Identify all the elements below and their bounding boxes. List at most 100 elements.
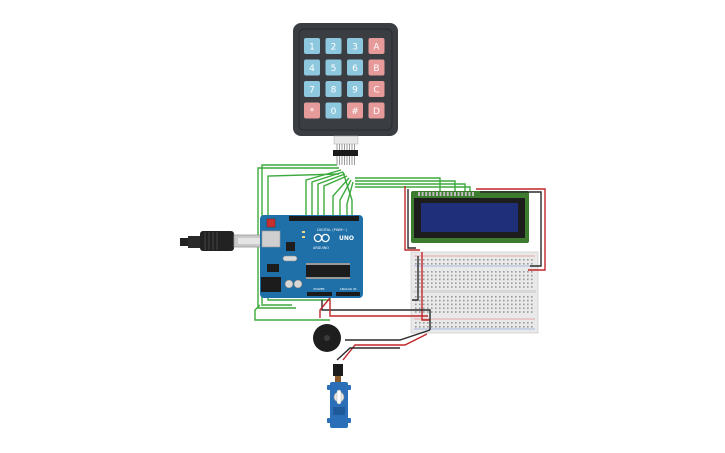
breadboard-hole — [459, 282, 461, 284]
breadboard-hole — [495, 296, 497, 298]
breadboard-hole — [419, 322, 421, 324]
breadboard-hole — [499, 278, 501, 281]
breadboard-hole — [419, 299, 421, 302]
breadboard-hole — [495, 286, 497, 288]
breadboard-hole — [467, 322, 469, 324]
breadboard-hole — [527, 296, 529, 298]
breadboard-hole — [427, 286, 429, 288]
breadboard-hole — [483, 303, 485, 306]
keypad-key-cap — [304, 102, 320, 119]
servo-wire-bundle — [335, 376, 341, 382]
breadboard-hole — [455, 322, 457, 324]
keypad-key: 2 — [325, 38, 342, 54]
breadboard-hole — [511, 307, 513, 309]
keypad-ribbon — [333, 135, 359, 145]
lcd-pin — [428, 192, 431, 196]
breadboard-hole — [467, 299, 469, 302]
breadboard-hole — [475, 326, 477, 328]
breadboard-hole — [511, 263, 513, 265]
breadboard-hole — [455, 278, 457, 281]
wire-green — [254, 304, 330, 321]
breadboard — [410, 251, 539, 334]
keypad-key-cap — [304, 81, 320, 97]
wire-green — [355, 186, 471, 192]
wire-red — [319, 297, 331, 318]
breadboard-hole — [483, 282, 485, 284]
breadboard-hole — [451, 303, 453, 306]
breadboard-hole — [439, 311, 441, 313]
breadboard-hole — [423, 282, 425, 284]
wire-green — [346, 181, 354, 217]
breadboard-hole — [423, 296, 425, 298]
breadboard-hole — [419, 311, 421, 313]
breadboard-hole — [511, 278, 513, 281]
breadboard-hole — [435, 259, 437, 261]
keypad-key-label: 8 — [331, 86, 337, 96]
breadboard-hole — [455, 299, 457, 302]
lcd-pin — [450, 192, 453, 196]
arduino-crystal — [282, 255, 298, 262]
breadboard-hole — [515, 299, 517, 302]
breadboard-hole — [483, 326, 485, 328]
breadboard-hole — [435, 274, 437, 277]
breadboard-hole — [439, 322, 441, 324]
buzzer-hole — [324, 335, 330, 341]
breadboard-hole — [419, 307, 421, 309]
breadboard-hole — [479, 282, 481, 284]
breadboard-hole — [503, 299, 505, 302]
breadboard-hole — [519, 296, 521, 298]
keypad-key-cap — [325, 59, 342, 76]
breadboard-hole — [427, 296, 429, 298]
breadboard-hole — [431, 307, 433, 309]
breadboard-hole — [495, 307, 497, 309]
breadboard-hole — [479, 274, 481, 277]
breadboard-hole — [455, 271, 457, 273]
breadboard-hole — [459, 299, 461, 302]
breadboard-hole — [471, 271, 473, 273]
breadboard-hole — [495, 274, 497, 277]
breadboard-hole — [523, 299, 525, 302]
breadboard-hole — [459, 303, 461, 306]
breadboard-hole — [495, 322, 497, 324]
breadboard-hole — [471, 263, 473, 265]
keypad-key: 3 — [347, 38, 363, 54]
breadboard-hole — [455, 296, 457, 298]
breadboard-hole — [527, 263, 529, 265]
breadboard-hole — [527, 278, 529, 281]
keypad-inner — [298, 28, 393, 131]
breadboard-hole — [423, 259, 425, 261]
breadboard-hole — [471, 307, 473, 309]
breadboard-hole — [471, 259, 473, 261]
breadboard-hole — [451, 299, 453, 302]
arduino-usb-port — [261, 230, 281, 248]
breadboard-hole — [527, 326, 529, 328]
breadboard-hole — [447, 259, 449, 261]
breadboard-hole — [463, 259, 465, 261]
breadboard-hole — [439, 278, 441, 281]
breadboard-hole — [435, 311, 437, 313]
keypad-key-cap — [325, 102, 342, 119]
arduino-analog-label: ANALOG IN — [340, 287, 357, 291]
breadboard-hole — [527, 322, 529, 324]
breadboard-hole — [479, 299, 481, 302]
breadboard-hole — [499, 271, 501, 273]
breadboard-hole — [491, 278, 493, 281]
breadboard-hole — [431, 278, 433, 281]
breadboard-hole — [471, 326, 473, 328]
breadboard-hole — [519, 303, 521, 306]
breadboard-hole — [487, 299, 489, 302]
breadboard-hole — [435, 303, 437, 306]
breadboard-hole — [463, 296, 465, 298]
breadboard-hole — [431, 296, 433, 298]
breadboard-hole — [503, 326, 505, 328]
breadboard-hole — [499, 303, 501, 306]
breadboard-hole — [511, 296, 513, 298]
breadboard-hole — [427, 322, 429, 324]
breadboard-hole — [507, 259, 509, 261]
breadboard-hole — [471, 274, 473, 277]
wire-red — [404, 186, 420, 251]
breadboard-hole — [439, 303, 441, 306]
breadboard-hole — [439, 259, 441, 261]
breadboard-hole — [439, 286, 441, 288]
breadboard-hole — [475, 299, 477, 302]
